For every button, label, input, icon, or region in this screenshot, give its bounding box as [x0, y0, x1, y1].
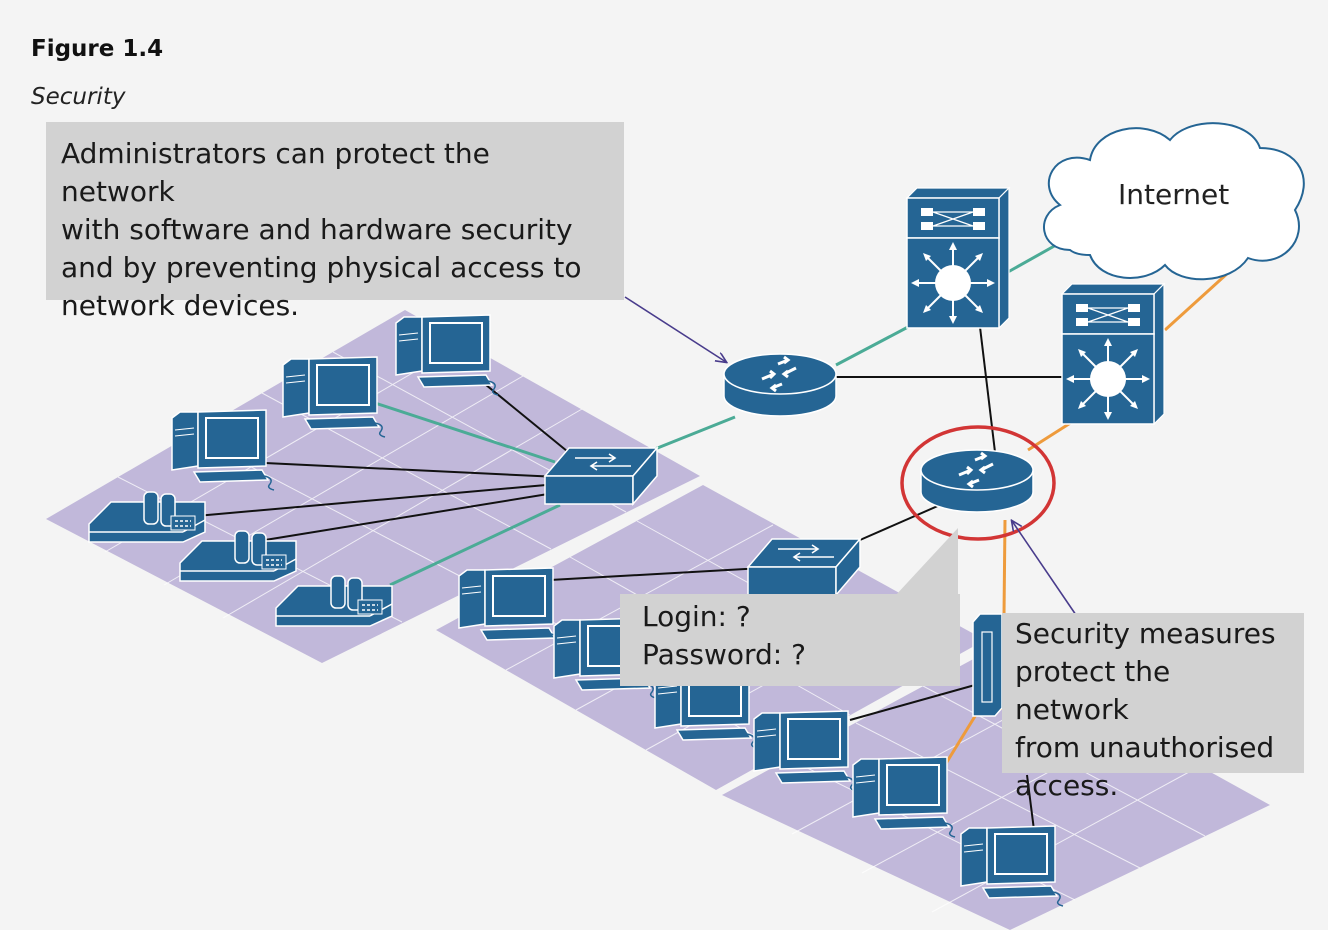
network-links [184, 238, 1242, 831]
callout-line: network devices. [61, 289, 300, 322]
callout-line: with software and hardware security [61, 213, 573, 246]
callout-line: access. [1015, 769, 1119, 802]
switch-icon[interactable] [544, 447, 658, 505]
login-prompt: Login: ? [642, 600, 751, 633]
admin-callout: Administrators can protect the network w… [46, 122, 624, 322]
server-icon[interactable] [972, 613, 1003, 717]
security-highlight-ring [900, 425, 1056, 541]
admin-pointer-arrow [624, 296, 726, 362]
callout-line: from unauthorised [1015, 731, 1275, 764]
callout-line: protect the network [1015, 655, 1171, 726]
callout-line: Administrators can protect the network [61, 137, 490, 208]
switch-icon[interactable] [747, 538, 861, 596]
password-prompt: Password: ? [642, 638, 806, 671]
cloud-icon [1043, 122, 1305, 281]
multilayer-switch-icon[interactable] [1061, 283, 1165, 425]
internet-label: Internet [1118, 178, 1230, 211]
login-bubble-tail [895, 528, 958, 596]
multilayer-switch-icon[interactable] [906, 187, 1010, 329]
router-icon[interactable] [722, 352, 838, 418]
login-callout: Login: ? Password: ? [620, 594, 960, 686]
callout-line: and by preventing physical access to [61, 251, 582, 284]
security-pointer-arrow [1012, 521, 1077, 616]
figure-label: Figure 1.4 [31, 36, 164, 62]
figure-subtitle: Security [31, 84, 126, 110]
security-callout: Security measures protect the network fr… [1002, 613, 1304, 802]
callout-line: Security measures [1015, 617, 1276, 650]
router-icon[interactable] [919, 448, 1035, 514]
